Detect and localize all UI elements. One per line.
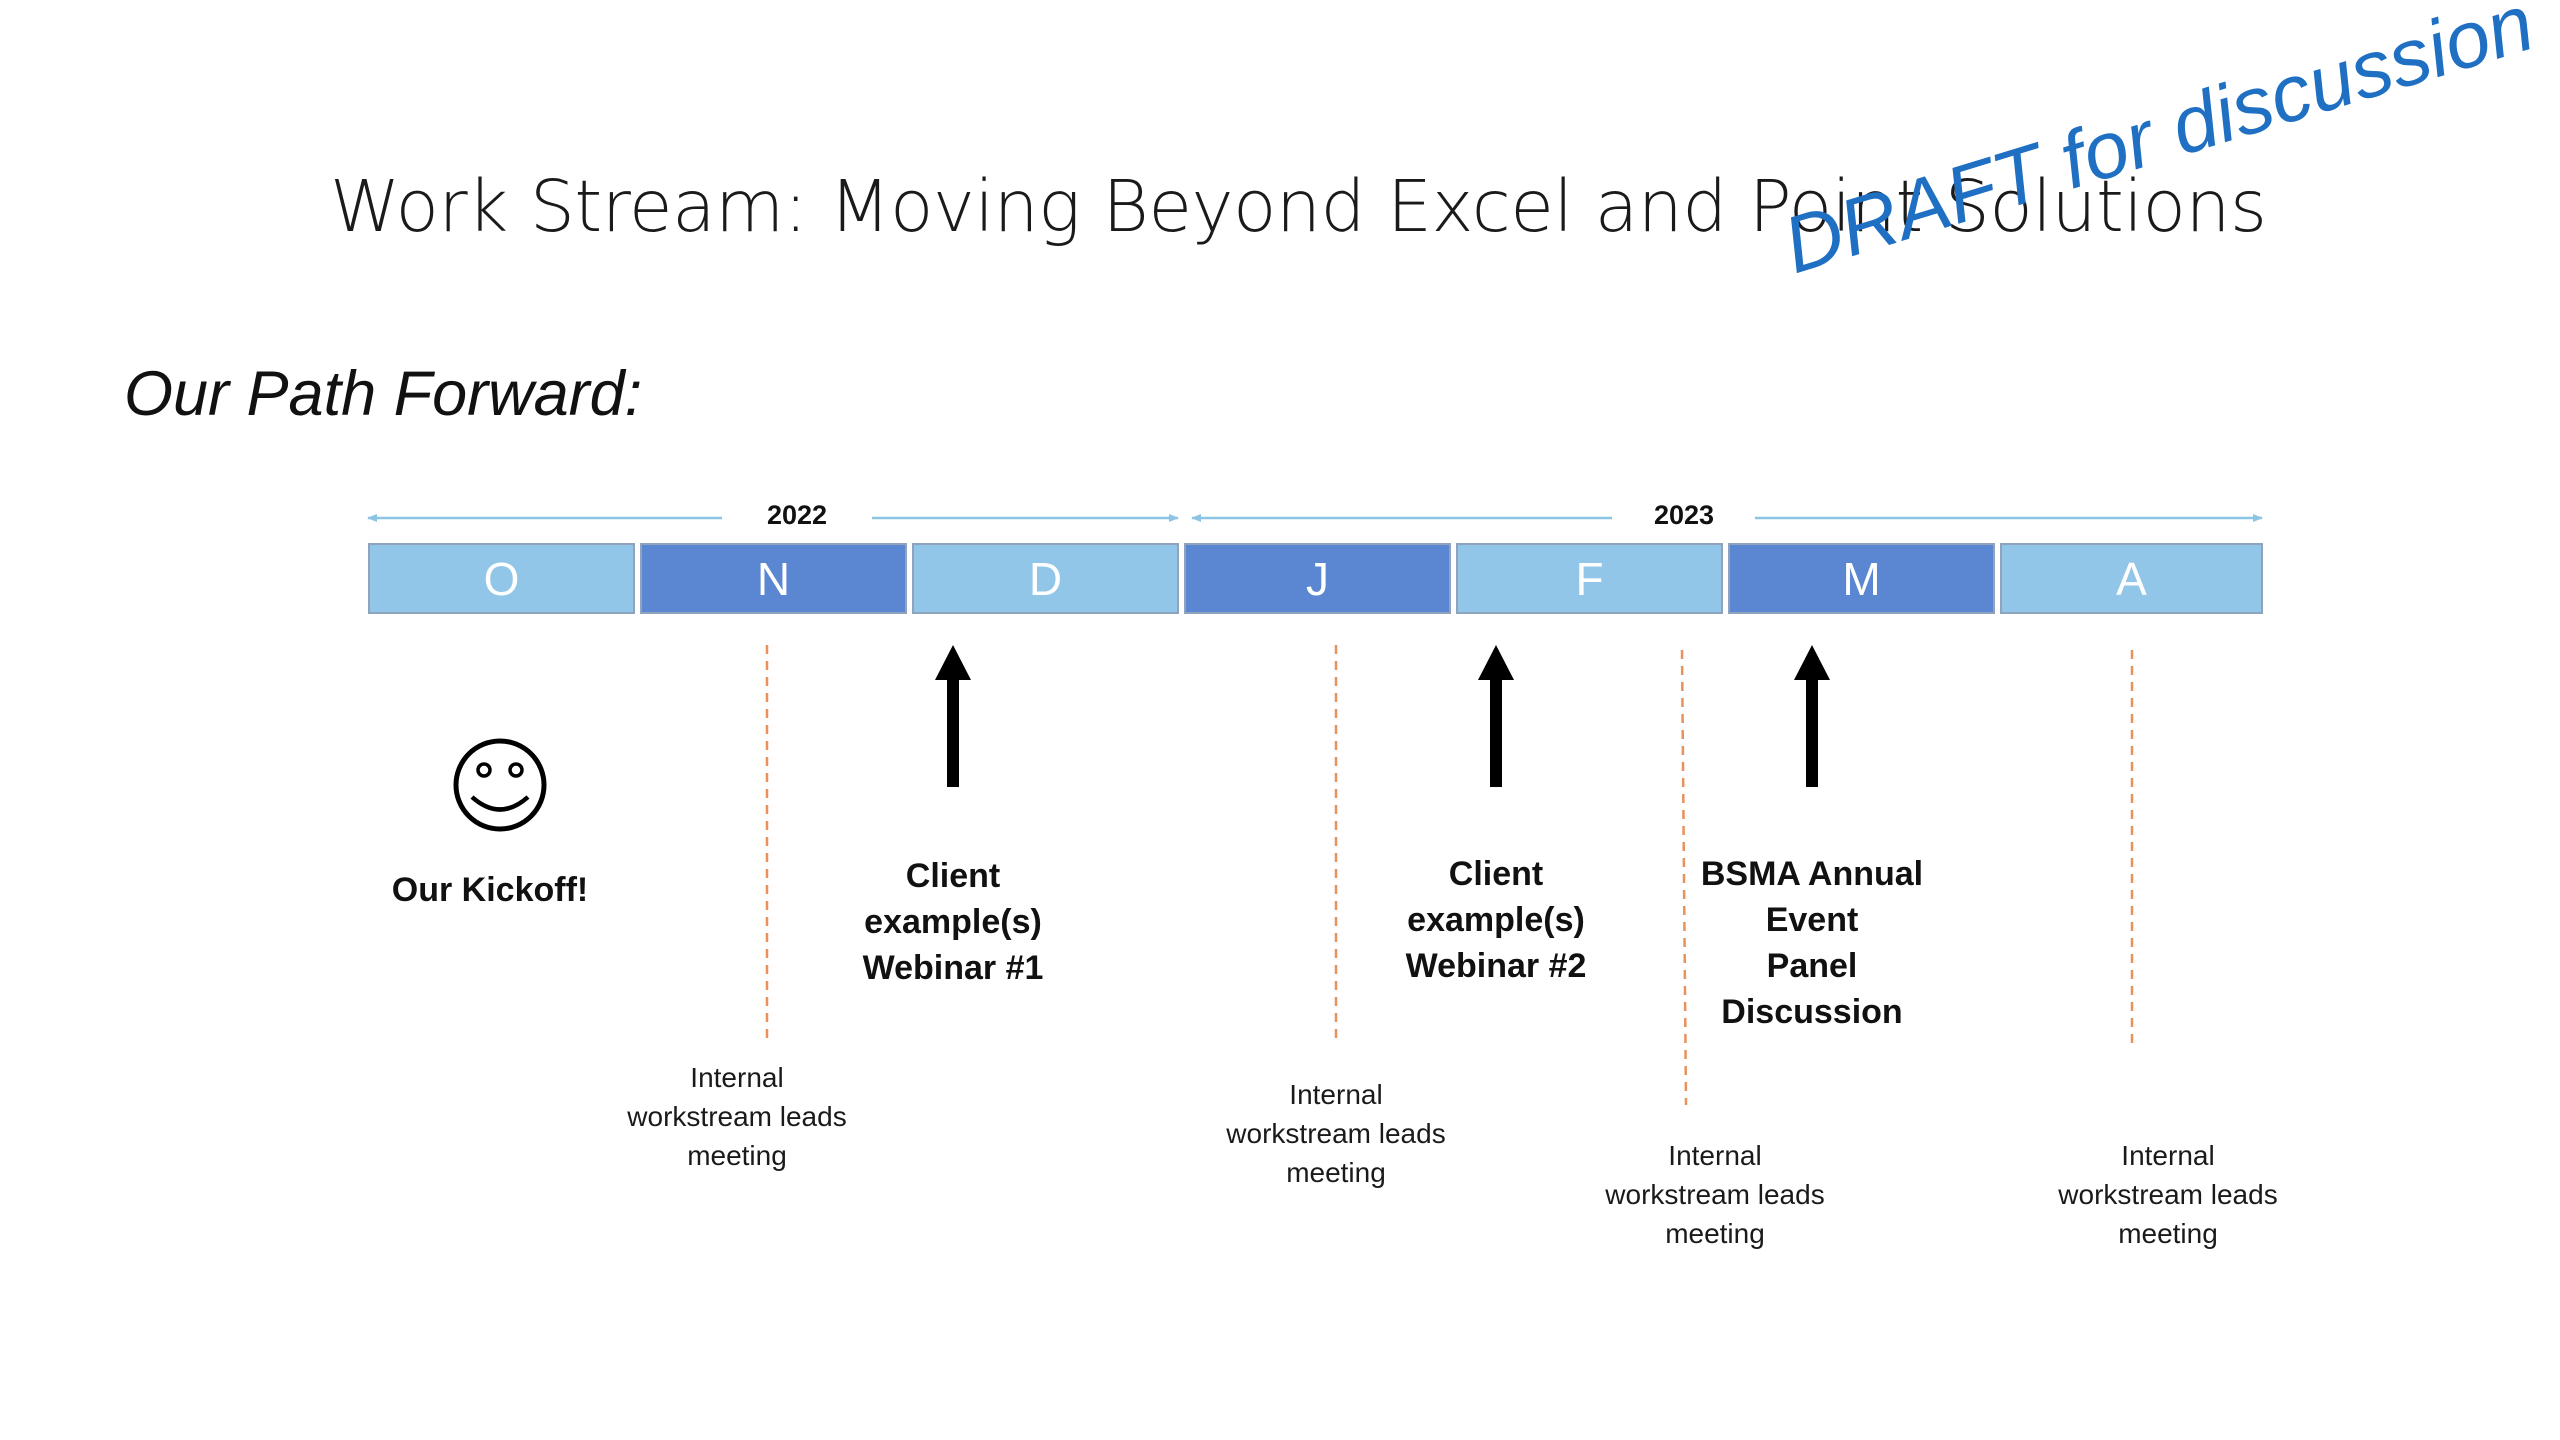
meeting-feb-line-1: Internal [1668,1140,1762,1171]
meeting-jan-line-2: workstream leads [1226,1118,1446,1149]
webinar1-line-1: Client [905,857,1001,895]
webinar2-label: Client example(s) Webinar #2 [1346,851,1646,989]
webinar1-line-2: example(s) [864,903,1042,941]
meeting-feb-line-2: workstream leads [1605,1179,1825,1210]
meeting-label-nov: Internal workstream leads meeting [587,1058,887,1175]
meeting-apr-line-1: Internal [2121,1140,2215,1171]
meeting-nov-line-3: meeting [687,1140,787,1171]
bsma-line-3: Panel [1766,947,1858,985]
month-cell-feb: F [1456,543,1723,614]
arrow-up-icon-webinar1 [935,645,971,787]
meeting-label-jan: Internal workstream leads meeting [1186,1075,1486,1192]
meeting-line-feb [1680,649,1688,1106]
month-cell-jan: J [1184,543,1451,614]
year-label-2023: 2023 [1653,500,1715,530]
kickoff-label: Our Kickoff! [391,871,589,909]
webinar2-line-3: Webinar #2 [1405,947,1587,985]
bsma-line-1: BSMA Annual [1700,855,1924,893]
month-cell-dec: D [912,543,1179,614]
page-title: Work Stream: Moving Beyond Excel and Poi… [330,165,2267,248]
meeting-jan-line-3: meeting [1286,1157,1386,1188]
meeting-label-feb: Internal workstream leads meeting [1565,1136,1865,1253]
arrow-up-icon-webinar2 [1478,645,1514,787]
meeting-nov-line-2: workstream leads [627,1101,847,1132]
bsma-label: BSMA Annual Event Panel Discussion [1662,851,1962,1035]
meeting-feb-line-3: meeting [1665,1218,1765,1249]
month-cell-oct: O [368,543,635,614]
year-label-2022: 2022 [766,500,828,530]
webinar1-line-3: Webinar #1 [862,949,1044,987]
page-subtitle: Our Path Forward: [124,359,643,429]
meeting-apr-line-2: workstream leads [2058,1179,2278,1210]
meeting-nov-line-1: Internal [690,1062,784,1093]
arrow-up-icon-bsma [1794,645,1830,787]
webinar2-line-1: Client [1448,855,1544,893]
month-cell-mar: M [1728,543,1995,614]
smiley-face-icon [453,738,547,832]
month-cell-nov: N [640,543,907,614]
month-cell-apr: A [2000,543,2263,614]
webinar1-label: Client example(s) Webinar #1 [803,853,1103,991]
meeting-label-apr: Internal workstream leads meeting [2018,1136,2318,1253]
webinar2-line-2: example(s) [1407,901,1585,939]
bsma-line-4: Discussion [1721,993,1903,1031]
meeting-jan-line-1: Internal [1289,1079,1383,1110]
meeting-apr-line-3: meeting [2118,1218,2218,1249]
bsma-line-2: Event [1765,901,1859,939]
